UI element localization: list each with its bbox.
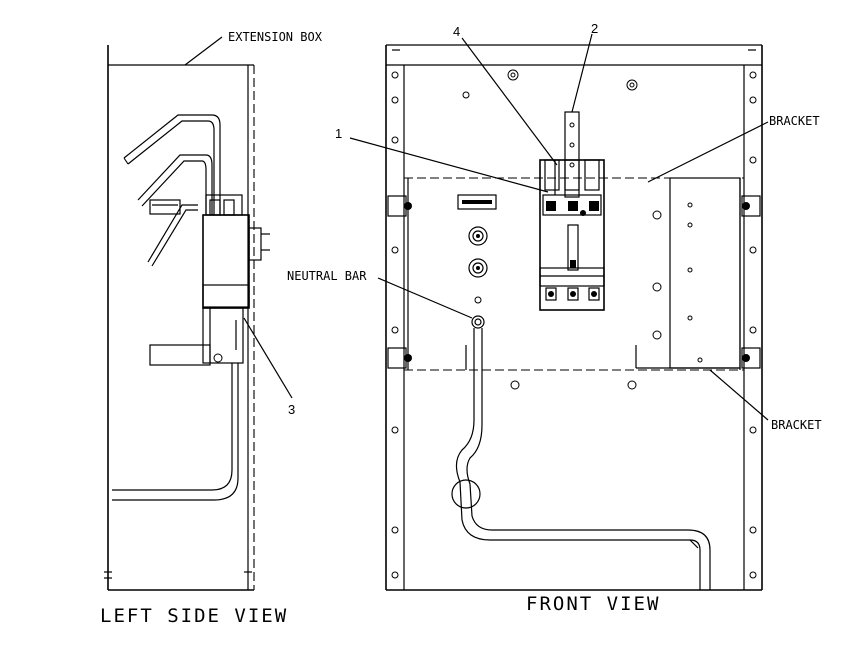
callout-4: 4 bbox=[453, 24, 460, 39]
callout-3: 3 bbox=[288, 402, 295, 417]
extension-box-label: EXTENSION BOX bbox=[228, 30, 323, 44]
callout-2: 2 bbox=[591, 21, 598, 36]
front-view-title: FRONT VIEW bbox=[526, 593, 660, 615]
left-side-view-title: LEFT SIDE VIEW bbox=[100, 605, 288, 627]
callout-1: 1 bbox=[335, 126, 342, 141]
neutral-bar-label: NEUTRAL BAR bbox=[287, 269, 367, 283]
front-view bbox=[385, 44, 763, 591]
circuit-breaker bbox=[539, 111, 605, 311]
rail-holes bbox=[391, 71, 757, 579]
left-side-view bbox=[104, 45, 270, 591]
bracket-top-label: BRACKET bbox=[769, 114, 820, 128]
leader-lines bbox=[184, 33, 769, 421]
bracket-bottom-label: BRACKET bbox=[771, 418, 822, 432]
